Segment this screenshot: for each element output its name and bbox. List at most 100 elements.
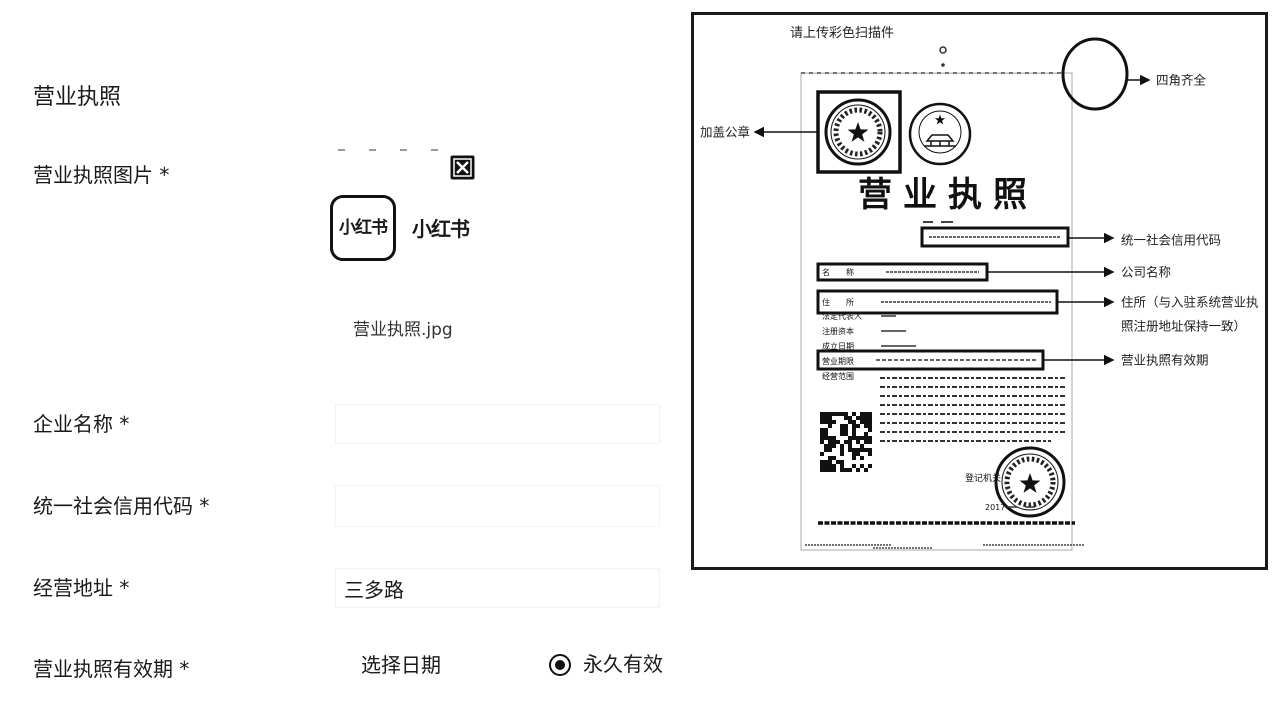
uploaded-file-name[interactable]: 营业执照.jpg bbox=[353, 320, 453, 340]
qr-module bbox=[832, 440, 836, 444]
qr-module bbox=[820, 416, 824, 420]
qr-module bbox=[824, 432, 828, 436]
qr-module bbox=[828, 468, 832, 472]
document-dot-mark bbox=[941, 63, 945, 67]
qr-module bbox=[868, 420, 872, 424]
qr-module bbox=[848, 444, 852, 448]
document-field-capital: 注册资本 bbox=[822, 326, 854, 336]
qr-module bbox=[852, 420, 856, 424]
qr-module bbox=[856, 416, 860, 420]
qr-module bbox=[840, 452, 844, 456]
qr-module bbox=[868, 464, 872, 468]
qr-module bbox=[864, 420, 868, 424]
qr-module bbox=[828, 456, 832, 460]
official-seal-inner-ring bbox=[830, 104, 886, 160]
validity-date-picker[interactable]: 选择日期 bbox=[361, 653, 441, 677]
qr-module bbox=[848, 416, 852, 420]
corner-highlight-circle bbox=[1061, 37, 1129, 111]
qr-module bbox=[828, 444, 832, 448]
qr-module bbox=[848, 440, 852, 444]
qr-module bbox=[868, 452, 872, 456]
qr-module bbox=[828, 464, 832, 468]
qr-module bbox=[844, 416, 848, 420]
qr-module bbox=[860, 444, 864, 448]
qr-module bbox=[836, 440, 840, 444]
qr-module bbox=[860, 436, 864, 440]
qr-module bbox=[828, 448, 832, 452]
upload-dashed-border bbox=[338, 149, 440, 151]
logo-brand-text: 小红书 bbox=[412, 217, 470, 241]
sample-license-image: 请上传彩色扫描件 四角齐全 加盖公章 营业执照 统一社会信用代码 bbox=[691, 12, 1268, 570]
close-box-icon[interactable] bbox=[450, 155, 475, 180]
qr-module bbox=[840, 448, 844, 452]
radio-checked-icon[interactable] bbox=[549, 654, 571, 676]
qr-module bbox=[852, 452, 856, 456]
document-field-established: 成立日期 bbox=[822, 341, 854, 351]
qr-module bbox=[820, 432, 824, 436]
qr-module bbox=[864, 416, 868, 420]
qr-module bbox=[824, 428, 828, 432]
qr-module bbox=[856, 440, 860, 444]
qr-module bbox=[840, 412, 844, 416]
document-paper bbox=[800, 72, 1073, 551]
qr-module bbox=[820, 436, 824, 440]
qr-module bbox=[864, 436, 868, 440]
qr-module bbox=[844, 468, 848, 472]
qr-module bbox=[856, 448, 860, 452]
qr-module bbox=[860, 416, 864, 420]
document-hole-mark bbox=[939, 46, 947, 54]
qr-module bbox=[852, 456, 856, 460]
qr-module bbox=[852, 464, 856, 468]
qr-module bbox=[844, 432, 848, 436]
document-footer-small-text bbox=[805, 544, 1085, 549]
qr-module bbox=[864, 448, 868, 452]
permanent-radio-option[interactable]: 永久有效 bbox=[546, 648, 676, 682]
qr-module bbox=[864, 432, 868, 436]
annotation-company-name: 公司名称 bbox=[1121, 265, 1171, 280]
document-year: 2017 bbox=[985, 503, 1005, 512]
qr-module bbox=[856, 436, 860, 440]
annotation-credit-code: 统一社会信用代码 bbox=[1121, 233, 1221, 248]
permanent-radio-label: 永久有效 bbox=[583, 652, 663, 676]
qr-module bbox=[864, 440, 868, 444]
section-title: 营业执照 bbox=[33, 85, 122, 110]
authority-seal-icon bbox=[994, 446, 1066, 518]
scope-text-lines bbox=[880, 377, 1065, 442]
qr-module bbox=[840, 468, 844, 472]
qr-module bbox=[820, 464, 824, 468]
qr-module bbox=[824, 464, 828, 468]
qr-module bbox=[856, 452, 860, 456]
qr-module bbox=[868, 412, 872, 416]
qr-module bbox=[820, 460, 824, 464]
address-label: 经营地址 * bbox=[33, 576, 130, 600]
qr-module bbox=[828, 460, 832, 464]
qr-module bbox=[860, 464, 864, 468]
qr-module bbox=[868, 436, 872, 440]
sample-license-panel: 请上传彩色扫描件 四角齐全 加盖公章 营业执照 统一社会信用代码 bbox=[691, 12, 1268, 570]
document-field-name: 名 称 bbox=[822, 267, 854, 277]
credit-code-input[interactable] bbox=[335, 485, 660, 527]
qr-module bbox=[828, 412, 832, 416]
qr-module bbox=[852, 432, 856, 436]
qr-module bbox=[820, 412, 824, 416]
xiaohongshu-logo[interactable]: 小红书 bbox=[330, 195, 396, 261]
qr-module bbox=[852, 448, 856, 452]
address-input[interactable] bbox=[335, 568, 660, 608]
qr-module bbox=[848, 420, 852, 424]
qr-module bbox=[864, 468, 868, 472]
annotation-address-line2: 照注册地址保持一致） bbox=[1121, 319, 1246, 334]
qr-module bbox=[840, 464, 844, 468]
qr-module bbox=[832, 436, 836, 440]
qr-module bbox=[832, 444, 836, 448]
qr-module bbox=[868, 448, 872, 452]
license-image-upload[interactable]: 小红书 小红书 营业执照.jpg bbox=[330, 140, 490, 340]
qr-module bbox=[868, 428, 872, 432]
company-name-input[interactable] bbox=[335, 404, 660, 444]
qr-module bbox=[840, 424, 844, 428]
radio-dot bbox=[555, 660, 565, 670]
qr-module bbox=[852, 424, 856, 428]
qr-module bbox=[824, 460, 828, 464]
qr-module bbox=[828, 420, 832, 424]
qr-module bbox=[828, 424, 832, 428]
close-box-icon-graphic bbox=[450, 155, 475, 180]
